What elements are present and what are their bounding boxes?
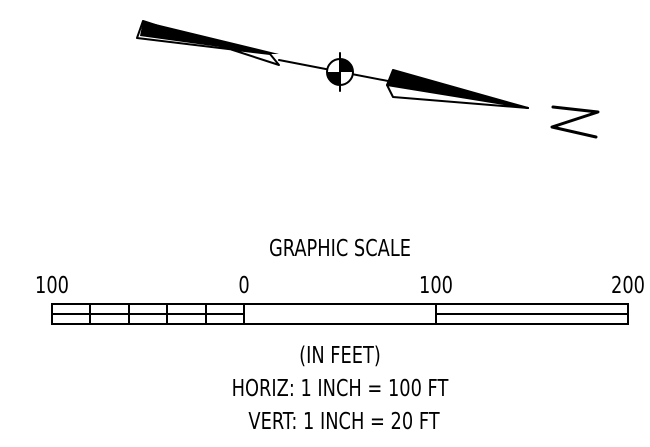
graphic-scale: GRAPHIC SCALE 100 0 100 200 (IN FEET) HO… <box>35 236 645 436</box>
scale-units-note: (IN FEET) <box>299 343 381 370</box>
north-arrow-head-vane-outline <box>386 84 529 109</box>
scale-tick-label-100-right: 100 <box>419 273 453 300</box>
scale-vertical-ratio: VERT: 1 INCH = 20 FT <box>248 409 439 436</box>
north-arrow-tail-vane-fill <box>140 21 279 54</box>
north-arrow-center-fill-2 <box>327 72 340 85</box>
scale-tick-label-100-left: 100 <box>35 273 69 300</box>
north-arrow-center-fill <box>340 59 353 72</box>
scale-tick-label-0: 0 <box>238 273 249 300</box>
scale-horizontal-ratio: HORIZ: 1 INCH = 100 FT <box>232 376 449 403</box>
scale-tick-label-200: 200 <box>611 273 645 300</box>
north-arrow-n-letter <box>550 105 600 139</box>
scale-bar <box>51 303 629 325</box>
scale-title: GRAPHIC SCALE <box>269 236 411 263</box>
north-arrow: N <box>136 20 600 139</box>
